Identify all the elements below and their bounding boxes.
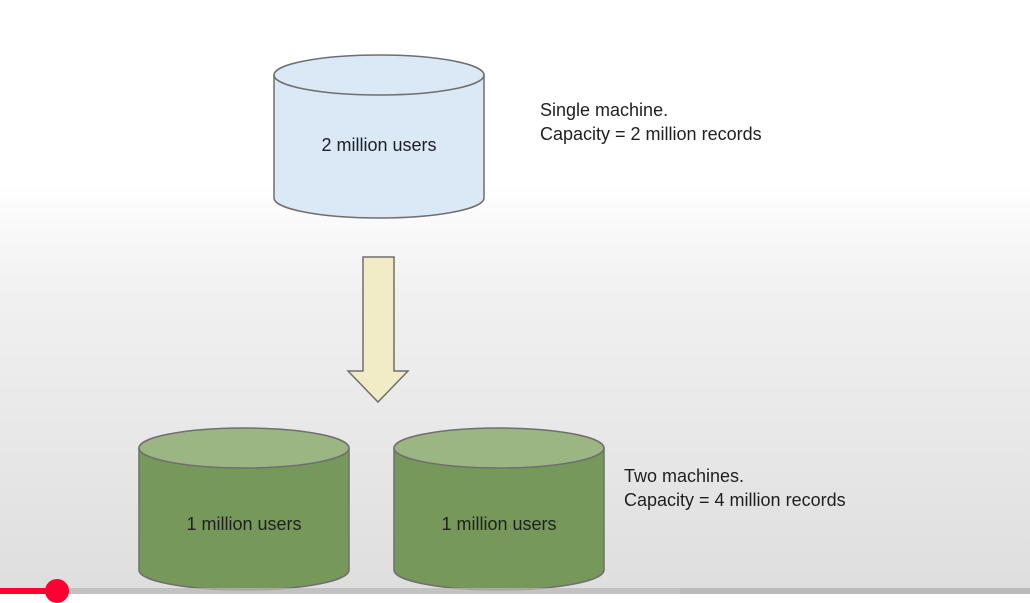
top-database-cylinder: 2 million users — [273, 54, 485, 219]
top-note: Single machine. Capacity = 2 million rec… — [540, 98, 762, 146]
bottom-note-line-1: Two machines. — [624, 466, 745, 486]
down-arrow-icon — [346, 256, 410, 404]
video-progress-bar[interactable] — [0, 579, 1030, 603]
top-database-body — [273, 74, 485, 219]
bottom-database-cap-2 — [393, 427, 605, 469]
top-database-cap — [273, 54, 485, 96]
bottom-database-label-1: 1 million users — [186, 514, 301, 534]
bottom-note-line-2: Capacity = 4 million records — [624, 490, 846, 510]
bottom-database-cap-1 — [138, 427, 350, 469]
top-note-line-2: Capacity = 2 million records — [540, 124, 762, 144]
top-note-line-1: Single machine. — [540, 100, 669, 120]
video-scrubber-handle[interactable] — [45, 579, 69, 603]
top-database-label: 2 million users — [321, 135, 436, 155]
video-played-bar — [0, 588, 57, 594]
bottom-database-cylinder-1: 1 million users — [138, 427, 350, 591]
video-buffered-bar — [0, 588, 680, 594]
bottom-database-label-2: 1 million users — [441, 514, 556, 534]
bottom-database-cylinder-2: 1 million users — [393, 427, 605, 591]
bottom-note: Two machines. Capacity = 4 million recor… — [624, 464, 846, 512]
